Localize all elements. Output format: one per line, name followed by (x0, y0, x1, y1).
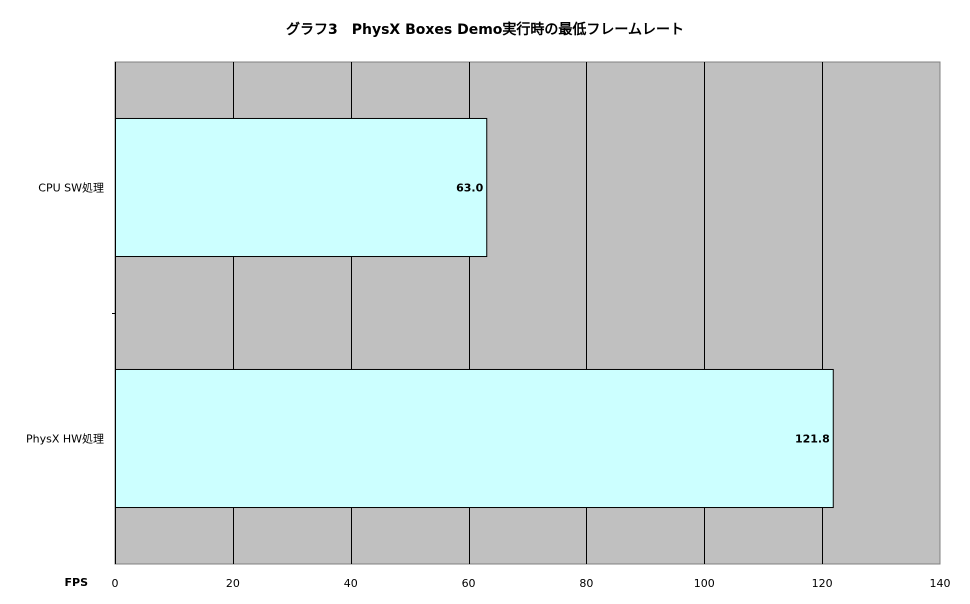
x-tick-label: 40 (344, 577, 358, 590)
x-tick-label: 140 (930, 577, 951, 590)
x-tick-label: 80 (579, 577, 593, 590)
bar-value-label: 63.0 (456, 182, 483, 195)
bar (115, 117, 488, 258)
x-tick-label: 0 (112, 577, 119, 590)
data-labels: 63.0 121.8 (456, 182, 830, 446)
x-axis-label: FPS (65, 576, 89, 589)
category-label: CPU SW処理 (38, 182, 104, 195)
category-labels: CPU SW処理 PhysX HW処理 (26, 182, 104, 446)
category-label: PhysX HW処理 (26, 433, 104, 446)
x-tick-label: 120 (812, 577, 833, 590)
x-tick-label: 60 (462, 577, 476, 590)
bar-value-label: 121.8 (795, 433, 830, 446)
x-tick-label: 100 (694, 577, 715, 590)
bars (115, 117, 834, 509)
x-tick-label: 20 (226, 577, 240, 590)
chart-title: グラフ3 PhysX Boxes Demo実行時の最低フレームレート (286, 21, 684, 38)
bar (115, 368, 834, 509)
x-axis-ticks: 0 20 40 60 80 100 120 140 (112, 577, 951, 590)
